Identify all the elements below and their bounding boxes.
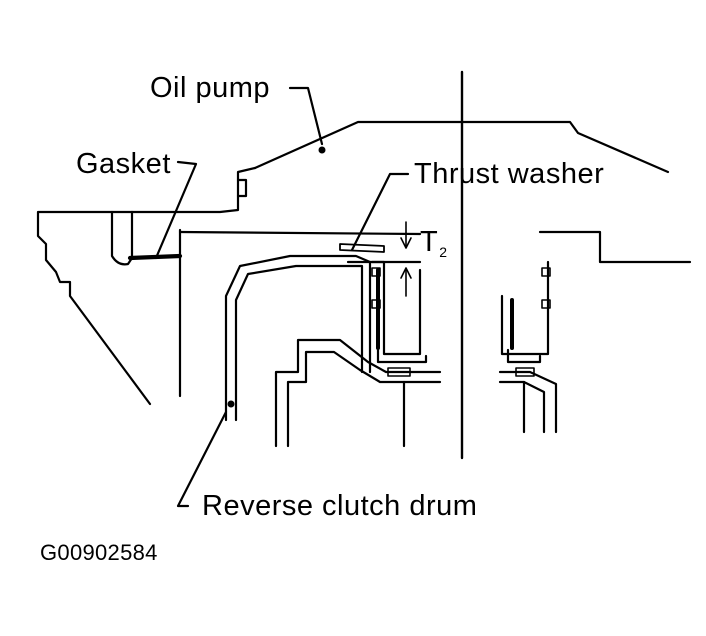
t2-arrow-lower-head	[400, 267, 412, 279]
right-bottom-cup	[506, 348, 542, 364]
thrust-washer-label: Thrust washer	[414, 158, 605, 190]
thrust-washer-leader	[350, 172, 410, 252]
oil-pump-step-detail	[236, 178, 248, 198]
oil-pump-leader	[288, 86, 324, 146]
inner-seal-small-2	[371, 299, 381, 309]
left-casing-outline	[36, 210, 152, 406]
right-hub-lower-inner	[498, 380, 546, 434]
right-hub-stem-cap	[515, 367, 535, 377]
clearance-t-text: T	[420, 226, 439, 258]
left-casing-groove	[110, 210, 134, 266]
drum-hub-lower	[274, 338, 442, 448]
oil-pump-left-step	[130, 166, 257, 214]
reverse-clutch-drum-inner	[234, 264, 364, 422]
inner-seal-small-1	[371, 267, 381, 277]
oil-pump-leader-dot	[318, 146, 326, 154]
reverse-clutch-drum-outer	[224, 254, 372, 422]
drum-dot-marker	[227, 400, 235, 408]
gasket-bold-line	[127, 253, 183, 261]
reverse-clutch-drum-leader	[176, 410, 228, 508]
oil-pump-housing-outline	[253, 120, 670, 174]
t2-arrow-upper-head	[400, 237, 412, 249]
right-seal-small-2	[541, 299, 551, 309]
inner-bottom-cup	[376, 348, 428, 364]
oil-pump-label: Oil pump	[150, 72, 271, 104]
clearance-t2-label: T2	[420, 226, 448, 260]
gasket-leader	[154, 160, 198, 260]
pump-joint-line-right	[538, 230, 692, 264]
right-inner-hub	[500, 260, 550, 356]
right-hub-lower	[498, 370, 558, 434]
right-seal-small-1	[541, 267, 551, 277]
gasket-label: Gasket	[76, 148, 171, 180]
drum-hub-stem-cap	[387, 367, 411, 377]
clearance-sub-text: 2	[439, 244, 448, 260]
drum-hub-lower-inner	[286, 350, 442, 448]
inner-hub-left	[370, 260, 422, 356]
thrust-washer	[339, 243, 385, 253]
figure-id: G00902584	[40, 540, 158, 565]
pump-joint-line	[178, 230, 422, 236]
reverse-clutch-drum-label: Reverse clutch drum	[202, 490, 478, 522]
